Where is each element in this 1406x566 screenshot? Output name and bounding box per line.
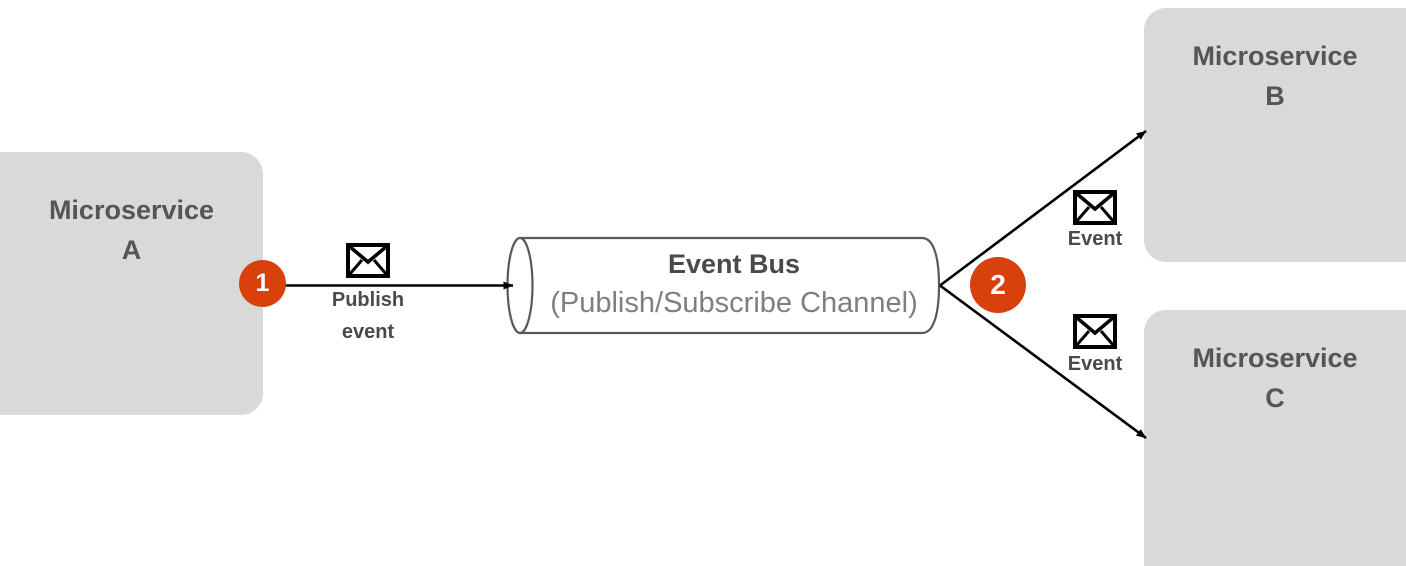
arrow-subscribe-b — [939, 129, 1147, 287]
step-badge-2[interactable]: 2 — [970, 257, 1026, 313]
edge-label-publish-line1: Publish — [331, 289, 405, 311]
arrow-subscribe-c — [939, 284, 1147, 440]
edge-label-publish-line2: event — [341, 321, 395, 343]
node-microservice-c-line1: Microservice — [1192, 343, 1358, 373]
envelope-icon-event-c — [1073, 314, 1117, 349]
node-microservice-b-line2: B — [1265, 81, 1285, 111]
node-microservice-c[interactable]: Microservice C — [1144, 310, 1406, 566]
edge-label-event-b: Event — [1067, 228, 1123, 250]
event-bus-subtitle: (Publish/Subscribe Channel) — [550, 287, 918, 319]
node-microservice-a-line1: Microservice — [48, 195, 215, 225]
envelope-icon-publish — [346, 243, 390, 278]
event-bus-title: Event Bus — [667, 249, 801, 279]
step-badge-1[interactable]: 1 — [239, 260, 286, 307]
node-microservice-c-line2: C — [1265, 383, 1285, 413]
cylinder-body — [518, 236, 941, 335]
edge-label-event-c: Event — [1067, 353, 1123, 375]
node-microservice-a-line2: A — [121, 235, 142, 265]
event-bus-cylinder[interactable] — [506, 236, 941, 335]
node-microservice-b-line1: Microservice — [1192, 41, 1358, 71]
envelope-icon-event-b — [1073, 190, 1117, 225]
node-microservice-b[interactable]: Microservice B — [1144, 8, 1406, 262]
node-microservice-a[interactable]: Microservice A — [0, 152, 263, 415]
